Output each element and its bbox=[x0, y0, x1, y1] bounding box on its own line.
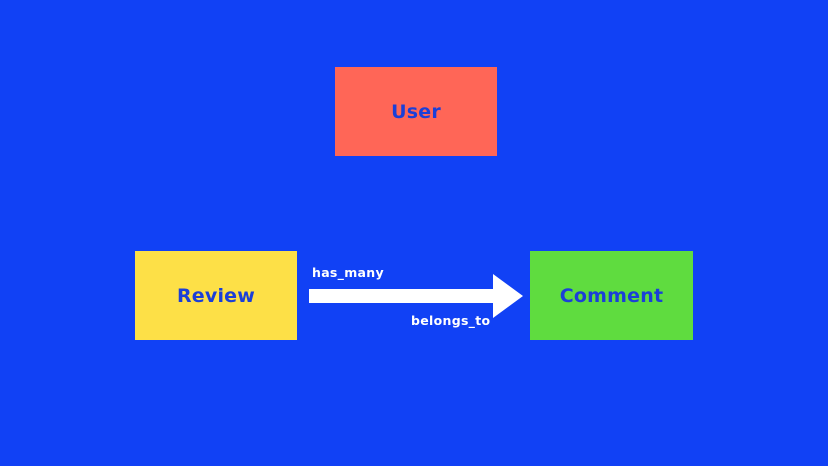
belongs-to-label: belongs_to bbox=[411, 313, 491, 328]
has-many-label: has_many bbox=[312, 265, 384, 280]
comment-node: Comment bbox=[530, 251, 693, 340]
arrow-icon bbox=[309, 274, 523, 318]
user-node: User bbox=[335, 67, 497, 156]
comment-node-label: Comment bbox=[559, 284, 664, 307]
review-to-comment-arrow bbox=[309, 274, 523, 318]
review-node: Review bbox=[135, 251, 297, 340]
user-node-label: User bbox=[391, 100, 441, 123]
review-node-label: Review bbox=[176, 284, 256, 307]
